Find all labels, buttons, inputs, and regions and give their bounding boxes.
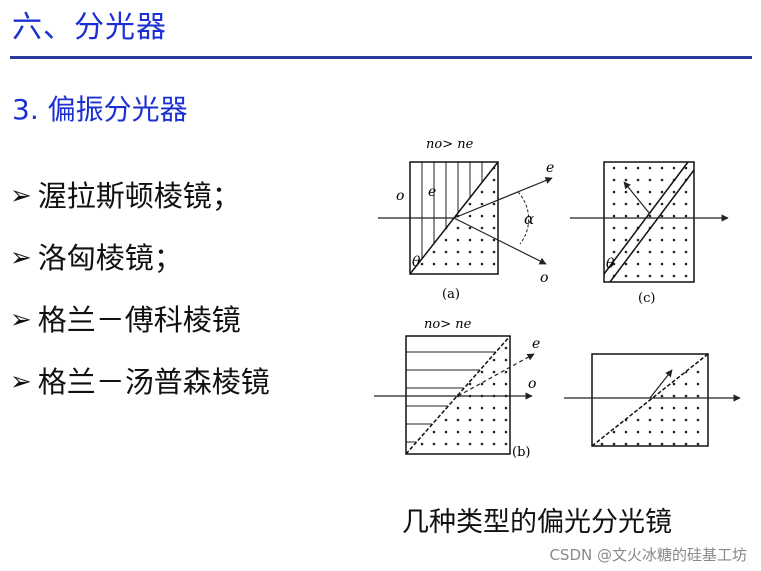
figure-label-a: (a) — [442, 287, 460, 302]
figure-caption: 几种类型的偏光分光镜 — [402, 507, 672, 538]
slide-title: 六、分光器 — [12, 10, 167, 45]
angle-theta-label: θ — [412, 254, 421, 270]
extraordinary-ray-label: e — [532, 336, 540, 352]
condition-label-bottom: no> ne — [424, 317, 472, 332]
prism-a: no> ne o e e o θ α (a) — [378, 137, 554, 302]
arrow-bullet-icon: ➢ — [10, 181, 32, 211]
figure-label-c: (c) — [638, 291, 655, 306]
list-item: ➢格兰－傅科棱镜 — [10, 302, 270, 364]
prism-c: θ (c) — [570, 161, 729, 306]
angle-alpha-label: α — [524, 210, 534, 228]
section-subtitle: 3. 偏振分光器 — [12, 93, 188, 126]
title-divider — [10, 56, 752, 59]
optic-axis-lines-b — [406, 351, 496, 443]
prism-d — [564, 353, 741, 447]
arrow-bullet-icon: ➢ — [10, 367, 32, 397]
optic-axis-lines-a — [421, 162, 483, 259]
condition-label-top: no> ne — [426, 137, 474, 152]
ordinary-ray-label: o — [540, 270, 548, 286]
arrow-bullet-icon: ➢ — [10, 305, 32, 335]
list-item: ➢洛匈棱镜； — [10, 240, 270, 302]
list-item-text: 格兰－傅科棱镜 — [37, 303, 241, 337]
extraordinary-ray-label: e — [428, 184, 436, 200]
prism-list: ➢渥拉斯顿棱镜； ➢洛匈棱镜； ➢格兰－傅科棱镜 ➢格兰－汤普森棱镜 — [10, 178, 270, 426]
prism-b: no> ne e o (b) — [374, 317, 540, 460]
arrow-bullet-icon: ➢ — [10, 243, 32, 273]
list-item: ➢格兰－汤普森棱镜 — [10, 364, 270, 426]
list-item-text: 洛匈棱镜； — [37, 241, 183, 275]
list-item-text: 渥拉斯顿棱镜； — [37, 179, 241, 213]
polarizing-prism-diagram: no> ne o e e o θ α (a) θ (c) — [374, 137, 741, 460]
angle-theta-label: θ — [606, 256, 615, 272]
extraordinary-ray-label: e — [546, 160, 554, 176]
list-item: ➢渥拉斯顿棱镜； — [10, 178, 270, 240]
ordinary-ray-label: o — [528, 376, 536, 392]
figure-label-b: (b) — [512, 445, 530, 460]
list-item-text: 格兰－汤普森棱镜 — [37, 365, 270, 399]
ordinary-ray-label: o — [396, 188, 404, 204]
watermark: CSDN @文火冰糖的硅基工坊 — [549, 546, 747, 564]
